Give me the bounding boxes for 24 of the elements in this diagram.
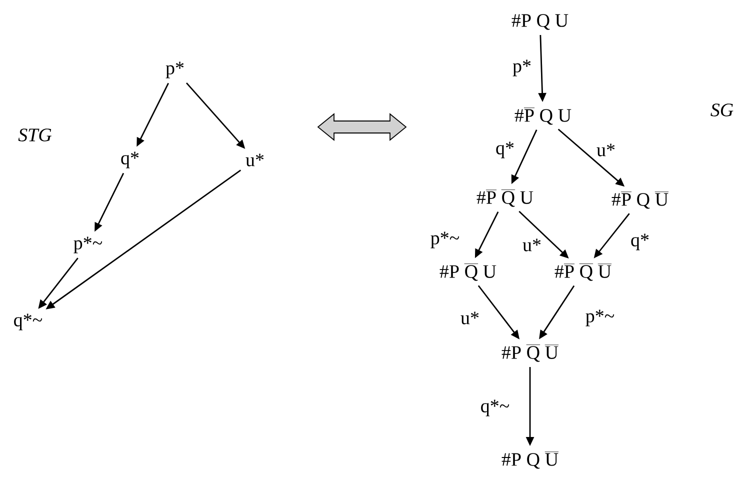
state-label: $\#\mathrm{P}\;\overline{\mathrm{Q}}\;\mathrm{U}$ xyxy=(440,264,496,281)
state-label: $\#\overline{\mathrm{P}}\;\overline{\mathrm{Q}}\;\overline{\mathrm{U}}$ xyxy=(554,264,612,281)
edge-label: u* xyxy=(596,144,615,156)
state-label: $\#\overline{\mathrm{P}}\;\overline{\mathrm{Q}}\;\mathrm{U}$ xyxy=(476,190,534,207)
edge-label: q* xyxy=(496,142,514,158)
transition-label: q* xyxy=(121,152,139,168)
transition-label: p*~ xyxy=(74,236,102,254)
edge-label: p*~ xyxy=(586,310,614,326)
state-label: $\#\overline{\mathrm{P}}\;\mathrm{Q}\;\overline{\mathrm{U}}$ xyxy=(612,192,669,209)
edge-label: u* xyxy=(522,238,541,252)
edge-label: p* xyxy=(512,60,531,76)
state-label: $\#\overline{\mathrm{P}}\;\mathrm{Q}\;\mathrm{U}$ xyxy=(514,108,572,125)
state-label: $\#\mathrm{P}\;\overline{\mathrm{Q}}\;\overline{\mathrm{U}}$ xyxy=(502,344,559,362)
edge-label: p*~ xyxy=(430,232,460,248)
graph-title: STG xyxy=(18,128,52,142)
transition-label: p* xyxy=(166,62,184,78)
graph-title: SG xyxy=(710,104,734,116)
transition-label: q*~ xyxy=(14,314,42,330)
edge-label: u* xyxy=(460,312,479,324)
edge-label: q*~ xyxy=(481,400,510,416)
edge-label: q* xyxy=(631,234,649,250)
state-label: $\#\mathrm{P}\;\mathrm{Q}\;\mathrm{U}$ xyxy=(512,14,568,30)
transition-label: u* xyxy=(246,154,264,166)
state-label: $\#\mathrm{P}\;\mathrm{Q}\;\overline{\mathrm{U}}$ xyxy=(502,452,559,469)
